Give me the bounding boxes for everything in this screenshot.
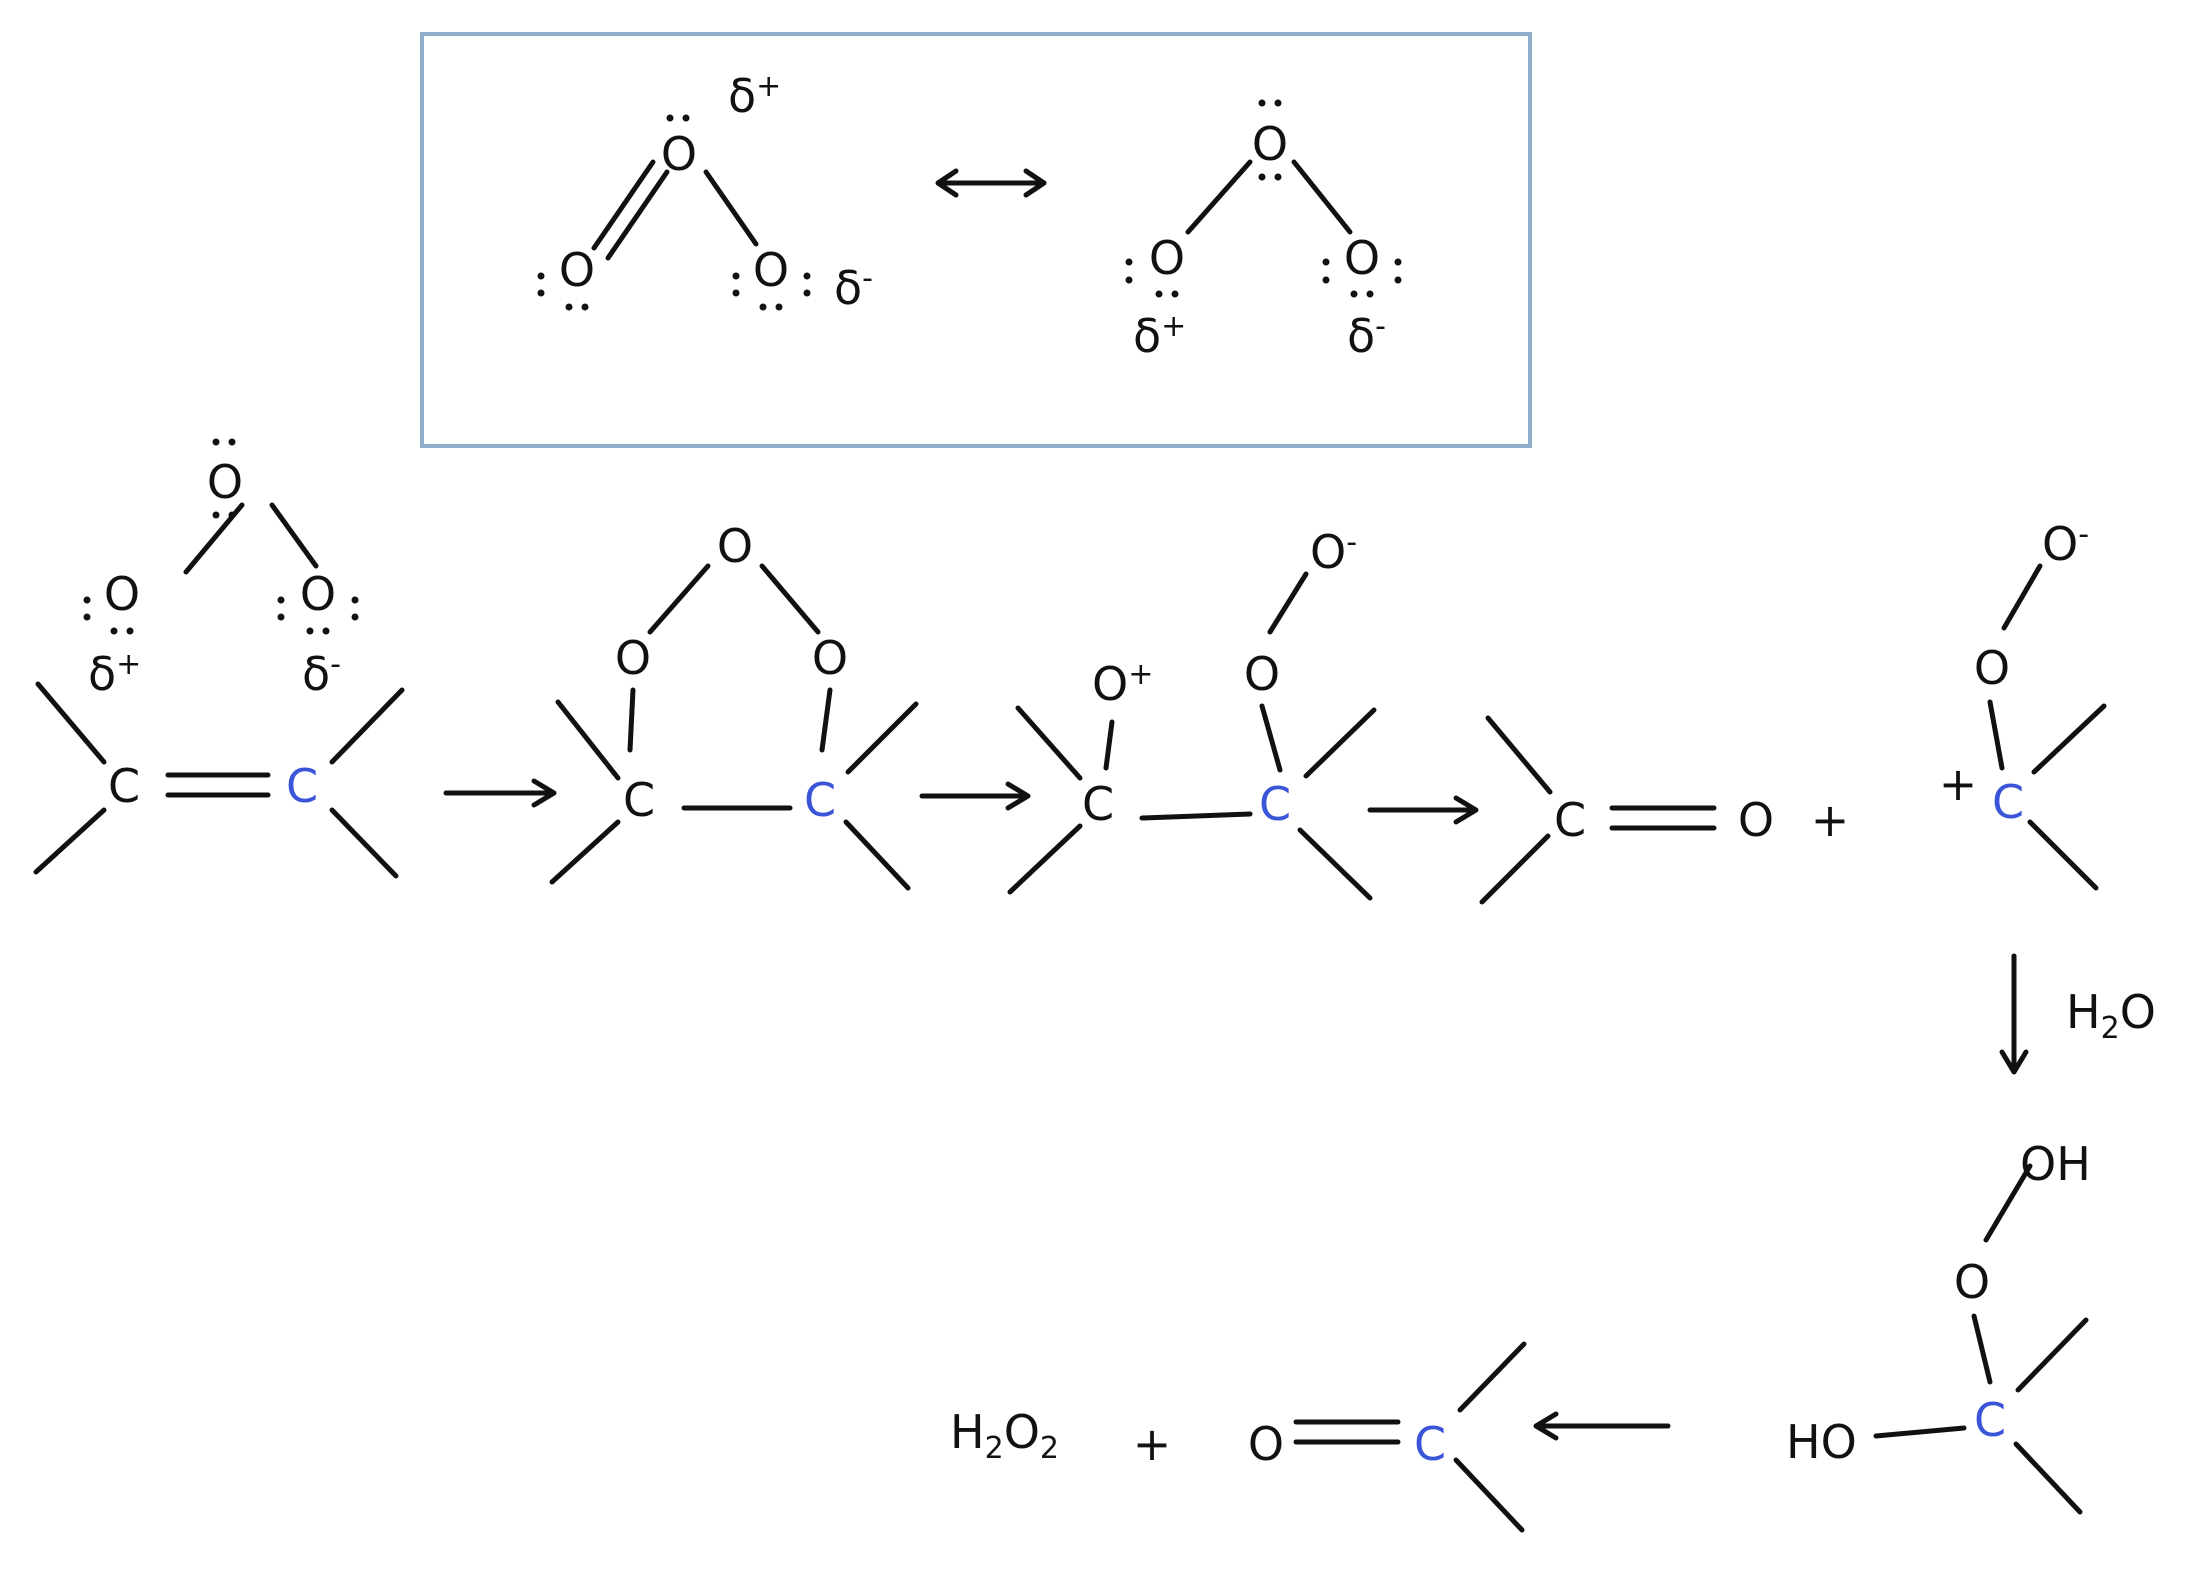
oxygen-atom-right: O <box>753 243 789 297</box>
carbon-atom: C <box>108 759 140 813</box>
alkene-ozone-complex: O O O δ+ δ- C C <box>33 438 405 879</box>
delta-plus-label: δ+ <box>728 69 781 123</box>
hydroxy-hydroperoxide: OH O HO C <box>1786 1137 2091 1515</box>
carbon-atom-highlighted: C <box>1992 775 2024 829</box>
reaction-arrow-icon <box>1533 1411 1671 1441</box>
ozone-structure-right: O O O δ+ δ- <box>1125 99 1402 363</box>
oxygen-atom-right: O <box>300 567 336 621</box>
reaction-arrow-icon <box>1999 953 2029 1075</box>
oxygen-atom: O <box>1954 1255 1990 1309</box>
oxygen-atom: O <box>1248 1417 1284 1471</box>
hydroxyl-group-top: OH <box>2020 1137 2091 1191</box>
carbon-atom-highlighted: C <box>804 773 836 827</box>
oxygen-atom: O <box>1244 647 1280 701</box>
oxygen-atom-top: O <box>661 127 697 181</box>
carbon-atom: C <box>1554 793 1586 847</box>
double-bond-line-2 <box>605 169 670 261</box>
oxygen-atom-left: O <box>1149 231 1185 285</box>
delta-minus-label: δ- <box>302 647 341 701</box>
reaction-arrow-icon <box>443 778 557 808</box>
reaction-arrow-icon <box>1367 795 1479 825</box>
oxygen-atom-right: O <box>1344 231 1380 285</box>
single-bond-right <box>1291 159 1353 235</box>
oxygen-minus-atom: O- <box>1310 525 1357 579</box>
inset-border <box>420 32 1532 448</box>
delta-minus-label: δ- <box>1347 309 1386 363</box>
delta-plus-label: δ+ <box>1133 309 1186 363</box>
ozone-structure-left: O O O δ+ δ- <box>537 69 873 315</box>
reaction-arrow-icon <box>919 781 1031 811</box>
oxygen-atom-top: O <box>207 455 243 509</box>
resonance-double-arrow-icon <box>935 168 1047 198</box>
carbon-atom-highlighted: C <box>1974 1393 2006 1447</box>
oxygen-atom-left: O <box>615 631 651 685</box>
carbocation-intermediate: O- O + C <box>1939 517 2107 891</box>
single-bond <box>703 169 759 247</box>
carbon-atom: C <box>1082 777 1114 831</box>
ring-opened-intermediate: O+ O- O C C <box>1007 525 1377 901</box>
water-reagent: H2O <box>2066 985 2156 1046</box>
plus-sign: + <box>1133 1417 1172 1471</box>
plus-sign: + <box>1811 793 1850 847</box>
oxygen-atom: O <box>1974 641 2010 695</box>
oxygen-atom-top: O <box>1252 117 1288 171</box>
carbon-atom-highlighted: C <box>1259 777 1291 831</box>
carbonyl-final-product: O C <box>1248 1341 1527 1533</box>
carbon-atom-highlighted: C <box>286 759 318 813</box>
hydrogen-peroxide: H2O2 <box>950 1405 1059 1466</box>
oxygen-atom-right: O <box>812 631 848 685</box>
double-bond-line-1 <box>591 159 656 251</box>
oxygen-plus-atom: O+ <box>1092 657 1153 711</box>
oxygen-atom-left: O <box>559 243 595 297</box>
single-bond-left <box>1185 159 1253 235</box>
carbon-atom: C <box>623 773 655 827</box>
hydroxyl-group-left: HO <box>1786 1415 1857 1469</box>
carbocation-plus: + <box>1939 757 1978 811</box>
oxygen-atom-top: O <box>717 519 753 573</box>
molozonide: O O O C C <box>549 519 919 891</box>
oxygen-minus-atom: O- <box>2042 517 2089 571</box>
carbon-atom-highlighted: C <box>1414 1417 1446 1471</box>
oxygen-atom: O <box>1738 793 1774 847</box>
oxygen-atom-left: O <box>104 567 140 621</box>
carbonyl-product: C O <box>1479 715 1774 905</box>
delta-plus-label: δ+ <box>88 647 141 701</box>
ozone-resonance-inset: O O O δ+ δ- O O O <box>420 32 1532 448</box>
delta-minus-label: δ- <box>834 261 873 315</box>
